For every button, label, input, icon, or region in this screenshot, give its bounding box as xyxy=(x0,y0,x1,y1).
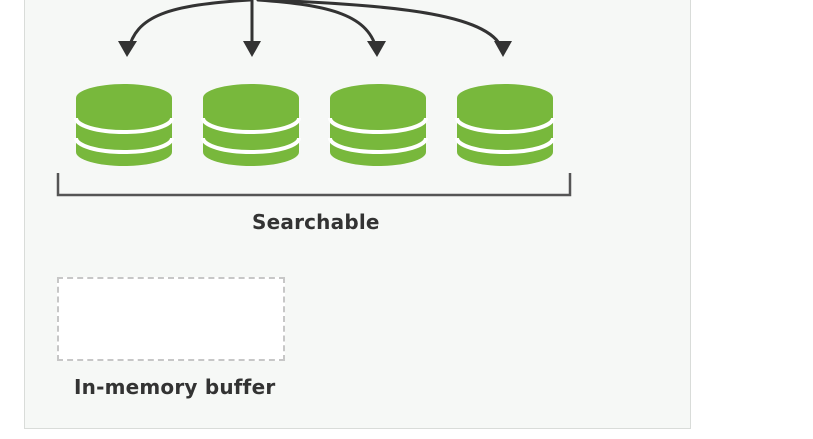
arrow-to-segment-4 xyxy=(263,0,505,54)
database-icon xyxy=(201,84,301,166)
searchable-bracket xyxy=(56,173,572,197)
in-memory-buffer-box xyxy=(57,277,285,361)
arrowheads-group xyxy=(118,41,512,57)
database-icon xyxy=(74,84,174,166)
database-icon xyxy=(455,84,555,166)
arrow-to-segment-1 xyxy=(126,0,252,54)
in-memory-buffer-label: In-memory buffer xyxy=(74,375,276,399)
arrowhead-3 xyxy=(367,41,386,57)
database-icon xyxy=(328,84,428,166)
arrowhead-2 xyxy=(243,41,261,57)
arrowhead-1 xyxy=(118,41,137,57)
arrow-to-segment-3 xyxy=(256,0,379,54)
segments-group xyxy=(74,84,555,166)
searchable-label: Searchable xyxy=(252,210,380,234)
arrows-group xyxy=(126,0,505,54)
arrowhead-4 xyxy=(494,41,512,57)
